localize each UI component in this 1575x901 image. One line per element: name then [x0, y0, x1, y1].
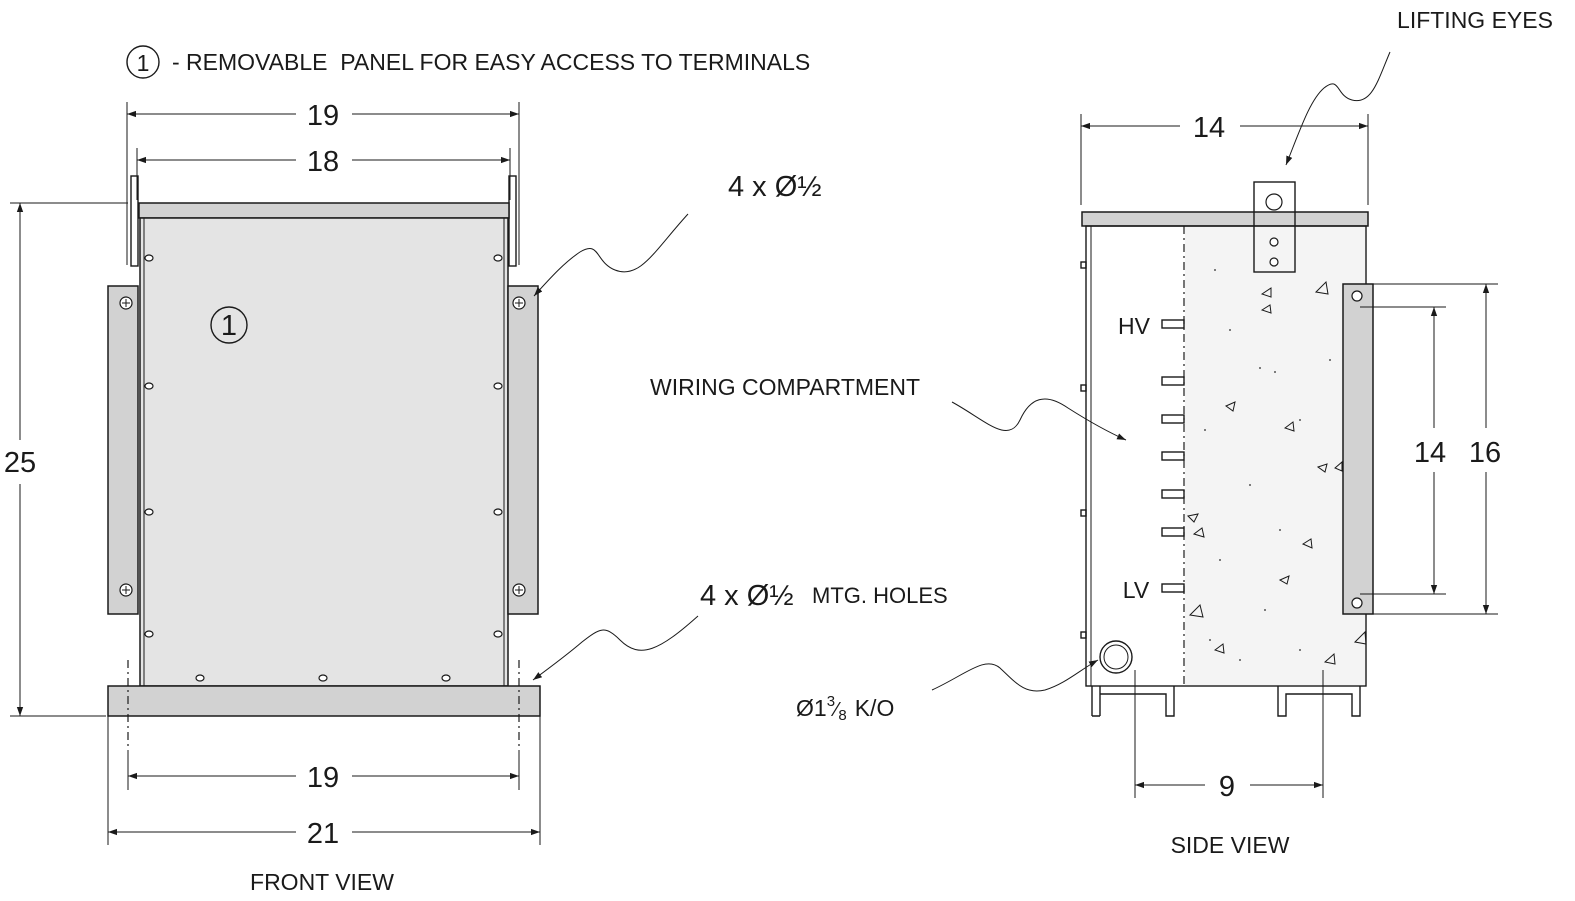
front-base [107, 685, 541, 717]
side-lifting-eyes-callout: LIFTING EYES [1285, 7, 1553, 166]
side-wiring-compartment-label: WIRING COMPARTMENT [650, 374, 920, 400]
note-number: 1 [137, 50, 150, 76]
front-lifting-tab-left [130, 175, 139, 267]
front-callout-mtg-fraction: ½ [769, 580, 793, 612]
svg-text:Ø13⁄8K/O: Ø13⁄8 K/O [796, 693, 894, 724]
note-text: - REMOVABLE PANEL FOR EASY ACCESS TO TER… [172, 49, 810, 75]
side-wiring-compartment-callout: WIRING COMPARTMENT [650, 374, 1127, 441]
front-view-caption: FRONT VIEW [250, 869, 394, 895]
side-ko-fraction-den: 8 [838, 707, 846, 724]
front-bracket-holes [119, 296, 526, 597]
front-dim-top-inner: 18 [136, 146, 511, 200]
front-panel-marker-circle [210, 306, 248, 344]
front-panel-screws [144, 254, 503, 682]
note-number-circle [126, 45, 160, 79]
front-callout-bracket-holes: 4 x Ø½ [533, 171, 822, 297]
side-knockout-callout: Ø13⁄8 K/O [796, 659, 1099, 724]
front-view: 19 18 25 [4, 100, 948, 895]
front-lifting-tab-right [508, 175, 517, 267]
front-top-cover [138, 202, 510, 219]
side-ko-prefix: Ø1 [796, 695, 827, 721]
side-dim-feet-value: 9 [1219, 771, 1235, 803]
front-dim-bottom-inner: 19 [127, 750, 520, 794]
front-callout-holes-prefix: 4 x Ø [728, 171, 797, 203]
svg-text:4 x Ø½: 4 x Ø½ [728, 171, 822, 203]
side-dim-depth-value: 14 [1193, 112, 1225, 144]
side-dim-bracket-inner: 14 [1360, 306, 1446, 595]
side-lv-label: LV [1123, 577, 1150, 603]
front-dim-height: 25 [4, 202, 128, 717]
side-ko-suffix: K/O [855, 695, 895, 721]
side-mounting-bracket [1342, 283, 1374, 615]
side-view-caption: SIDE VIEW [1171, 832, 1290, 858]
front-callout-mtg-suffix: MTG. HOLES [812, 583, 948, 608]
side-feet [1091, 686, 1361, 717]
note-removable-panel: 1 - REMOVABLE PANEL FOR EASY ACCESS TO T… [126, 45, 810, 79]
side-hv-label: HV [1118, 313, 1151, 339]
front-bracket-left [107, 285, 139, 615]
side-dim-bracket-outer-value: 16 [1469, 437, 1501, 469]
side-terminals [1161, 319, 1185, 593]
side-core-region [1185, 227, 1365, 685]
front-bracket-right [507, 285, 539, 615]
side-dim-bracket-outer: 16 [1373, 283, 1501, 615]
side-dim-feet: 9 [1134, 670, 1324, 803]
front-dim-top-outer: 19 [126, 100, 520, 265]
side-view: 14 LIFTING EYES [650, 7, 1553, 858]
front-dim-bottom-outer: 21 [107, 716, 541, 850]
front-removable-panel [139, 217, 509, 687]
svg-text:4 x Ø½: 4 x Ø½ [700, 580, 794, 612]
side-lifting-eye [1253, 181, 1296, 273]
front-callout-mtg-prefix: 4 x Ø [700, 580, 769, 612]
side-core-speckles [1186, 269, 1367, 665]
front-dim-bottom-outer-value: 21 [307, 818, 339, 850]
side-knockout [1099, 640, 1133, 674]
side-enclosure-tabs [1080, 261, 1087, 639]
front-panel-marker: 1 [221, 310, 237, 342]
front-callout-mtg-holes: 4 x Ø½ MTG. HOLES [532, 580, 948, 681]
side-ko-fraction-bar: ⁄ [830, 699, 841, 721]
front-dim-top-inner-value: 18 [307, 146, 339, 178]
front-callout-holes-fraction: ½ [797, 171, 821, 203]
side-dim-depth: 14 [1080, 112, 1369, 205]
front-dim-height-value: 25 [4, 447, 36, 479]
side-dim-bracket-inner-value: 14 [1414, 437, 1446, 469]
side-lifting-eyes-label: LIFTING EYES [1397, 7, 1553, 33]
front-dim-top-outer-value: 19 [307, 100, 339, 132]
side-top-cover [1081, 211, 1369, 227]
front-dim-bottom-inner-value: 19 [307, 762, 339, 794]
side-ko-fraction-num: 3 [827, 693, 835, 710]
